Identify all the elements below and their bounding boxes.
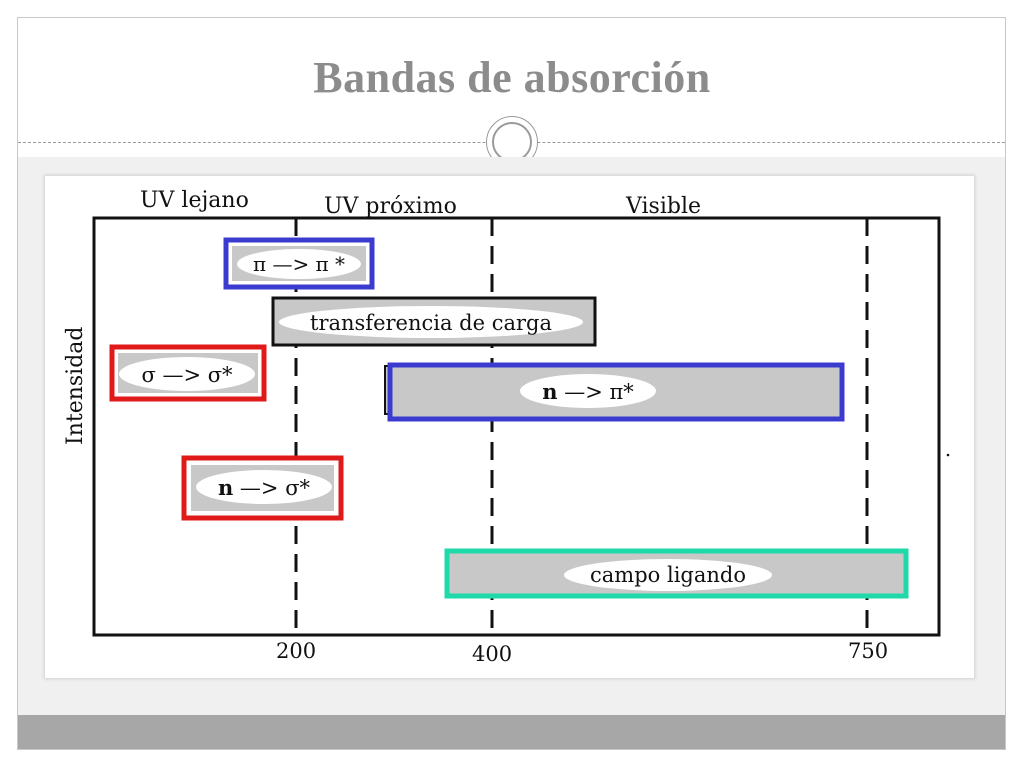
stray-dot — [946, 453, 950, 457]
band-label-n-pi-star: n —> π* — [542, 379, 634, 404]
region-label-visible: Visible — [625, 194, 701, 219]
band-sigma-sigma-star: σ —> σ* — [109, 344, 267, 402]
region-label-uv-lejano: UV lejano — [140, 188, 249, 213]
band-transferencia-de-carga: transferencia de carga — [271, 296, 597, 347]
y-axis-label: Intensidad — [63, 327, 88, 446]
band-campo-ligando: campo ligando — [444, 548, 909, 599]
x-tick-label-200: 200 — [276, 639, 316, 663]
region-label-uv-proximo: UV próximo — [324, 194, 457, 219]
slide-title: Bandas de absorción — [313, 53, 711, 102]
band-label-sigma-sigma-star: σ —> σ* — [141, 363, 233, 387]
x-tick-label-400: 400 — [472, 642, 512, 666]
x-tick-label-750: 750 — [848, 639, 888, 663]
band-n-sigma-star: n —> σ* — [181, 455, 344, 521]
band-pi-pi-star: π —> π * — [223, 237, 375, 290]
band-label-campo-ligando: campo ligando — [590, 563, 746, 587]
bottom-bar — [18, 715, 1005, 749]
band-n-pi-star: n —> π* — [384, 362, 845, 422]
band-label-n-sigma-star: n —> σ* — [218, 475, 311, 500]
plot-frame — [92, 216, 941, 637]
band-label-transferencia-de-carga: transferencia de carga — [310, 311, 552, 335]
band-label-pi-pi-star: π —> π * — [253, 252, 345, 276]
